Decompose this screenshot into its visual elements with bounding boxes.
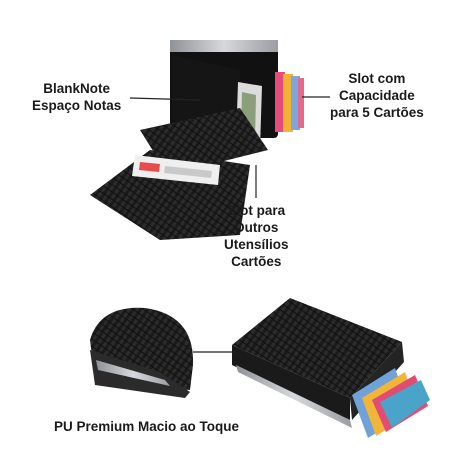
label-slot-other: Slot para Outros Utensílios Cartões — [224, 202, 289, 270]
card-blue — [291, 76, 300, 130]
card-yellow — [283, 74, 293, 132]
open-wallet-image — [90, 40, 304, 240]
label-slot-cards-line1: Slot com — [348, 71, 406, 86]
leather-closeup-image — [90, 307, 194, 398]
label-blanknote: BlankNote Espaço Notas — [32, 80, 121, 114]
label-slot-other-line1: Slot para — [227, 203, 286, 218]
card-case-top-edge — [170, 40, 278, 52]
label-slot-cards-line3: para 5 Cartões — [330, 105, 424, 120]
closed-wallet-top — [232, 298, 402, 398]
label-blanknote-line2: Espaço Notas — [32, 98, 122, 113]
aluminum-edge — [236, 365, 352, 428]
card-magenta — [298, 78, 304, 128]
label-slot-cards-line2: Capacidade — [339, 88, 415, 103]
label-blanknote-line1: BlankNote — [43, 81, 111, 96]
fanned-card-cyan — [380, 380, 430, 428]
label-slot-cards: Slot com Capacidade para 5 Cartões — [330, 70, 424, 121]
label-slot-other-line3: Utensílios — [224, 237, 289, 252]
card-pink — [275, 72, 285, 132]
label-slot-other-line4: Cartões — [231, 254, 282, 269]
leader-blanknote — [129, 97, 201, 101]
label-slot-other-line2: Outros — [234, 220, 279, 235]
label-pu: PU Premium Macio ao Toque — [54, 419, 240, 434]
closed-wallet-image — [232, 298, 430, 438]
